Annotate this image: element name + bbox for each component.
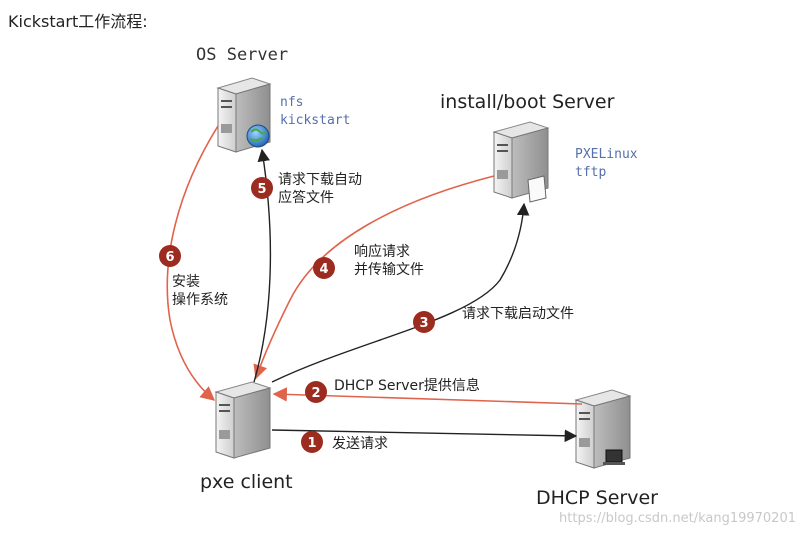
boot-service-pxelinux: PXELinux	[575, 147, 638, 162]
step-6-badge	[159, 245, 181, 267]
step-5-badge	[251, 177, 273, 199]
boot-service-tftp: tftp	[575, 165, 606, 180]
step-1-badge	[301, 431, 323, 453]
step-1-number: 1	[307, 436, 316, 451]
step-4-badge	[313, 257, 335, 279]
globe-icon	[246, 124, 270, 148]
step-5-number: 5	[257, 182, 266, 197]
os-service-kickstart: kickstart	[280, 113, 350, 128]
step-5-text-line-2: 应答文件	[278, 189, 334, 206]
step-3-number: 3	[419, 316, 428, 331]
step-3: 3 请求下载启动文件	[413, 306, 574, 333]
document-icon	[527, 175, 547, 203]
step-1: 1 发送请求	[301, 431, 388, 453]
pxe-client-label: pxe client	[200, 471, 293, 493]
step-2-number: 2	[311, 386, 320, 401]
watermark: https://blog.csdn.net/kang19970201	[559, 511, 796, 526]
step-4-number: 4	[319, 262, 328, 277]
monitor-icon	[605, 449, 623, 463]
arrow-step-4	[253, 175, 495, 380]
os-server-label: OS Server	[196, 45, 288, 65]
step-5-text-line-1: 请求下载自动	[278, 172, 362, 188]
step-6-text-line-2: 操作系统	[172, 292, 228, 308]
step-2-badge	[305, 381, 327, 403]
step-3-badge	[413, 311, 435, 333]
step-4-text-line-2: 并传输文件	[354, 262, 424, 278]
os-service-nfs: nfs	[280, 95, 303, 110]
arrow-step-3	[271, 202, 530, 383]
page-heading: Kickstart工作流程:	[8, 12, 148, 31]
step-3-text: 请求下载启动文件	[462, 306, 574, 322]
step-6: 6 安装 操作系统	[159, 245, 228, 308]
boot-server-icon	[492, 121, 550, 203]
step-4-text-line-1: 响应请求	[354, 243, 410, 260]
dhcp-server-label: DHCP Server	[536, 487, 658, 509]
dhcp-server-icon	[574, 389, 632, 469]
arrow-step-1	[271, 429, 578, 443]
step-6-number: 6	[165, 250, 174, 265]
arrow-step-6	[166, 125, 219, 401]
step-5: 5 请求下载自动 应答文件	[251, 172, 362, 206]
boot-server-label: install/boot Server	[440, 91, 615, 113]
step-6-text-line-1: 安装	[172, 274, 200, 290]
step-2: 2 DHCP Server提供信息	[305, 377, 480, 403]
step-1-text: 发送请求	[332, 436, 388, 452]
step-2-text: DHCP Server提供信息	[334, 377, 480, 394]
step-4: 4 响应请求 并传输文件	[313, 243, 424, 279]
os-server-icon	[216, 77, 272, 153]
pxe-client-icon	[214, 381, 272, 459]
